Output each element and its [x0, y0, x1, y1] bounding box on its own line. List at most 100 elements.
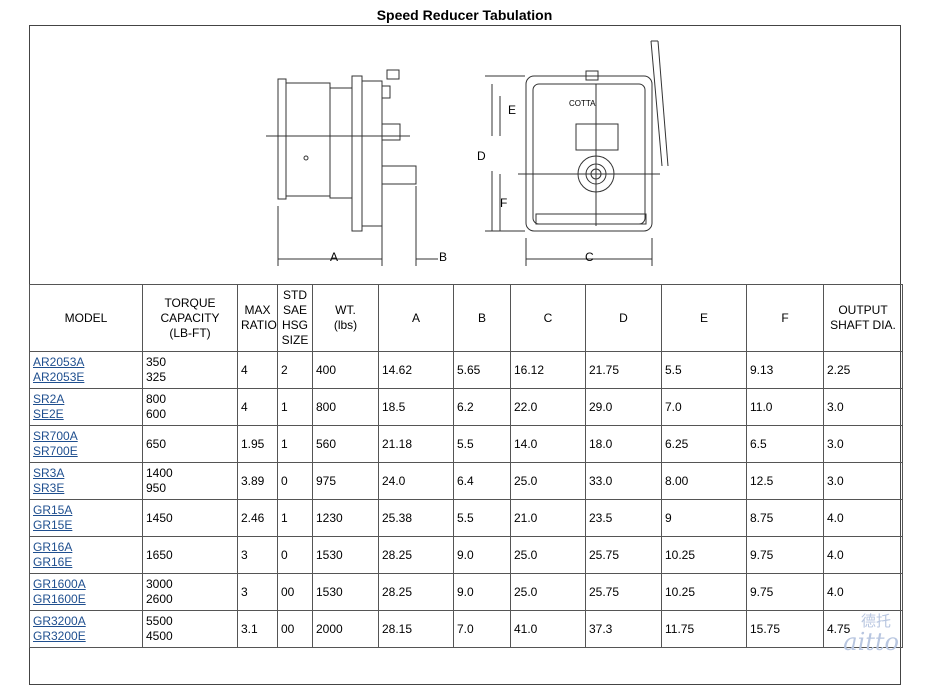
shaft-cell: 3.0 — [823, 425, 903, 463]
c-cell: 14.0 — [510, 425, 586, 463]
model-link[interactable]: SR2A — [33, 392, 65, 406]
column-header-text: MAX — [244, 303, 271, 317]
column-header: F — [746, 284, 824, 352]
wt-cell: 975 — [312, 462, 379, 500]
torque-value: 4500 — [146, 629, 173, 643]
ratio-cell: 4 — [237, 351, 278, 389]
torque-value: 350 — [146, 355, 167, 369]
f-cell: 15.75 — [746, 610, 824, 648]
nameplate-label: COTTA — [569, 99, 596, 108]
sae-cell: 00 — [277, 573, 313, 611]
d-cell: 25.75 — [585, 536, 662, 574]
e-cell: 6.25 — [661, 425, 747, 463]
d-cell: 37.3 — [585, 610, 662, 648]
column-header: D — [585, 284, 662, 352]
d-cell: 18.0 — [585, 425, 662, 463]
model-link[interactable]: GR16A — [33, 540, 73, 554]
dimension-a-label: A — [330, 250, 338, 264]
model-link[interactable]: SR700E — [33, 444, 78, 458]
column-header-text: HSG — [281, 318, 308, 332]
b-cell: 6.4 — [453, 462, 511, 500]
model-link[interactable]: SR700A — [33, 429, 78, 443]
torque-value: 1450 — [146, 510, 173, 525]
model-link[interactable]: GR1600E — [33, 592, 86, 606]
ratio-cell: 1.95 — [237, 425, 278, 463]
shaft-cell: 3.0 — [823, 388, 903, 426]
column-header-text: D — [619, 310, 628, 325]
ratio-cell: 4 — [237, 388, 278, 426]
column-header-text: B — [477, 310, 486, 325]
ratio-cell: 3 — [237, 536, 278, 574]
torque-cell: 1650 — [142, 536, 238, 574]
a-cell: 28.25 — [378, 573, 454, 611]
f-cell: 9.13 — [746, 351, 824, 389]
sae-cell: 00 — [277, 610, 313, 648]
shaft-cell: 4.75 — [823, 610, 903, 648]
column-header-text: MODEL — [64, 310, 108, 325]
column-header-text: E — [699, 310, 708, 325]
e-cell: 10.25 — [661, 536, 747, 574]
model-link[interactable]: GR1600A — [33, 577, 86, 591]
column-header-text: CAPACITY — [160, 310, 220, 325]
f-cell: 11.0 — [746, 388, 824, 426]
ratio-cell: 3 — [237, 573, 278, 611]
model-link[interactable]: SR3A — [33, 466, 65, 480]
e-cell: 5.5 — [661, 351, 747, 389]
e-cell: 7.0 — [661, 388, 747, 426]
torque-value: 800 — [146, 392, 167, 406]
model-link[interactable]: GR15A — [33, 503, 73, 517]
column-header: C — [510, 284, 586, 352]
model-link[interactable]: GR3200E — [33, 629, 86, 643]
ratio-cell: 3.89 — [237, 462, 278, 500]
f-cell: 6.5 — [746, 425, 824, 463]
column-header: B — [453, 284, 511, 352]
e-cell: 9 — [661, 499, 747, 537]
dimension-c-label: C — [585, 250, 594, 264]
torque-value: 950 — [146, 481, 167, 495]
model-link[interactable]: SE2E — [33, 407, 64, 421]
torque-value: 1650 — [146, 547, 173, 562]
model-link[interactable]: SR3E — [33, 481, 65, 495]
d-cell: 21.75 — [585, 351, 662, 389]
a-cell: 24.0 — [378, 462, 454, 500]
model-link[interactable]: AR2053A — [33, 355, 85, 369]
column-header-text: WT. — [335, 303, 356, 317]
f-cell: 9.75 — [746, 536, 824, 574]
model-link[interactable]: GR16E — [33, 555, 73, 569]
model-link[interactable]: AR2053E — [33, 370, 85, 384]
a-cell: 18.5 — [378, 388, 454, 426]
dimension-e-label: E — [508, 103, 516, 117]
model-link[interactable]: GR3200A — [33, 614, 86, 628]
column-header-text: C — [543, 310, 553, 325]
column-header: A — [378, 284, 454, 352]
b-cell: 5.5 — [453, 499, 511, 537]
model-link[interactable]: GR15E — [33, 518, 73, 532]
column-header: MODEL — [29, 284, 143, 352]
shaft-cell: 4.0 — [823, 499, 903, 537]
shaft-cell: 2.25 — [823, 351, 903, 389]
column-header-text: SHAFT DIA. — [830, 318, 896, 332]
sae-cell: 2 — [277, 351, 313, 389]
wt-cell: 1530 — [312, 536, 379, 574]
